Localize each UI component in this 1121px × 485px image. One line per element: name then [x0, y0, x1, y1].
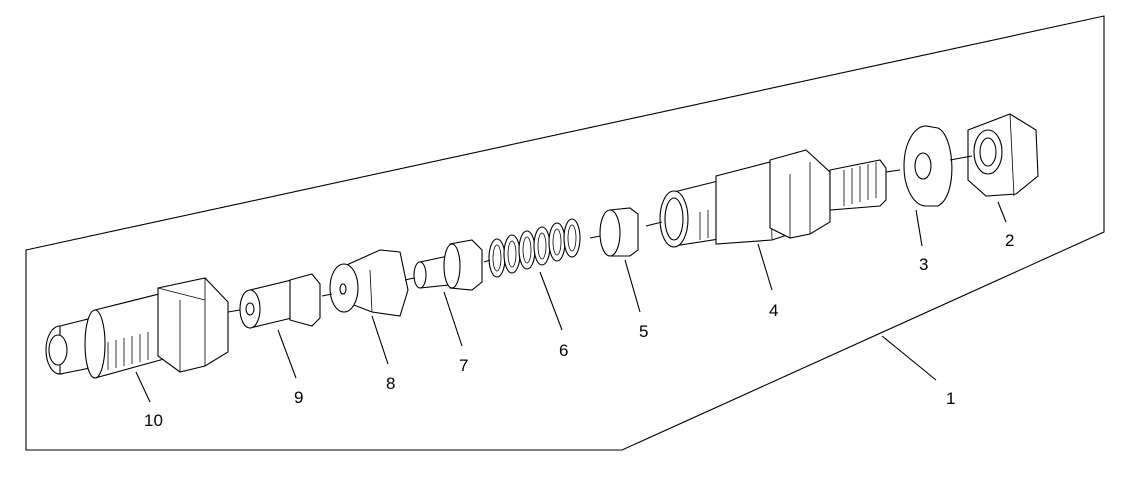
callout-5: 5 [639, 322, 648, 341]
mounting-plate-outline [25, 15, 1105, 451]
part-3-washer [885, 125, 953, 207]
part-9-sleeve [227, 273, 321, 329]
part-5-disc [589, 207, 639, 257]
callout-6: 6 [559, 341, 568, 360]
leader-lines [135, 201, 1007, 403]
callout-8: 8 [386, 374, 395, 393]
part-10-fitting [45, 277, 229, 379]
callout-10: 10 [144, 411, 163, 430]
callout-4: 4 [769, 301, 778, 320]
callout-3: 3 [919, 255, 928, 274]
part-6-spring [483, 218, 581, 278]
part-4-body [645, 149, 887, 248]
callout-1: 1 [946, 389, 955, 408]
part-7-pin [404, 239, 483, 291]
callout-7: 7 [459, 356, 468, 375]
callout-9: 9 [294, 388, 303, 407]
part-2-hex-nut [949, 113, 1039, 197]
callout-2: 2 [1005, 231, 1014, 250]
callout-labels: 1 2 3 4 5 6 7 8 9 10 [144, 231, 1014, 430]
part-8-cone [321, 249, 409, 317]
